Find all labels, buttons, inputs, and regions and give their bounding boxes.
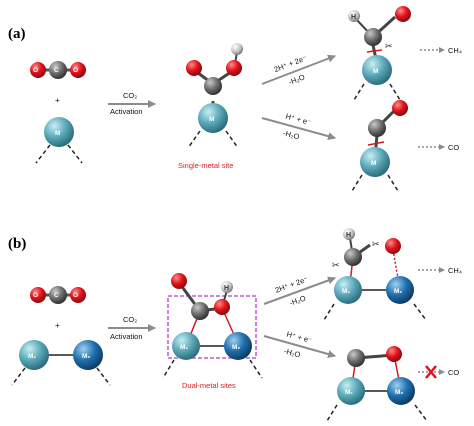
hydrogen-atom	[221, 281, 233, 293]
metal-label-m1: M₁	[345, 389, 353, 396]
plus-sign-a: +	[55, 96, 60, 105]
atom-label-h: H	[224, 285, 229, 292]
metal-label: M	[209, 116, 214, 123]
path-arrow-a-lower: H⁺ + e⁻ -H₂O	[261, 112, 336, 142]
panel-label-a: (a)	[8, 26, 26, 42]
oxygen-atom	[171, 273, 187, 289]
metal-label-m1: M₁	[180, 344, 188, 351]
hydrogen-atom	[348, 10, 360, 22]
atom-label-c: C	[54, 292, 59, 299]
atom-label-h: H	[351, 14, 356, 21]
atom-label-o: O	[73, 67, 78, 74]
atom-label-o: O	[33, 67, 38, 74]
carbon-atom	[368, 119, 386, 137]
product-co-a: CO	[418, 143, 459, 152]
metal-label: M	[371, 160, 376, 167]
oxygen-atom	[395, 6, 411, 22]
single-metal-atom-reactant: M	[35, 117, 83, 164]
dual-metal-sites-label: Dual-metal sites	[182, 381, 236, 390]
path-b-upper-byproduct: -H₂O	[288, 293, 307, 307]
bond-break-mark	[366, 49, 383, 53]
product-label-ch4: CH₄	[448, 46, 462, 55]
activation-arrow-a: CO₂ Activation	[108, 91, 156, 116]
metal-label-m2: M₂	[232, 344, 240, 351]
dual-metal-atoms-reactant: M₁ M₂	[11, 340, 111, 386]
path-b-upper-reagents: 2H⁺ + 2e⁻	[274, 275, 309, 295]
activation-label-b: Activation	[110, 332, 143, 341]
oxygen-atom	[214, 299, 230, 315]
scissors-icon: ✂	[372, 239, 380, 249]
carbon-atom	[191, 302, 209, 320]
oxygen-atom	[30, 287, 46, 303]
dual-metal-cho-intermediate: M₁ M₂ H ✂ ✂	[323, 228, 427, 321]
path-arrow-a-upper: 2H⁺ + 2e⁻ -H₂O	[261, 53, 336, 87]
co2-molecule-a: O C O	[30, 61, 86, 79]
single-metal-co-intermediate: M	[351, 100, 408, 192]
dual-metal-co-intermediate: M₁ M₂	[326, 346, 428, 422]
carbon-atom	[49, 61, 67, 79]
carbon-atom	[49, 286, 67, 304]
bond-break-mark	[367, 141, 385, 146]
single-metal-cho-intermediate: M H ✂	[348, 6, 411, 101]
oxygen-atom	[70, 62, 86, 78]
metal-label-m1: M₁	[342, 288, 350, 295]
activation-reagent-b: CO₂	[123, 315, 137, 324]
atom-label-h: H	[346, 232, 351, 239]
path-b-lower-byproduct: -H₂O	[283, 346, 302, 359]
atom-label-o: O	[73, 292, 78, 299]
carbon-atom	[204, 77, 222, 95]
metal-label-m2: M₂	[82, 353, 90, 360]
product-label-ch4: CH₄	[448, 266, 462, 275]
path-a-upper-reagents: 2H⁺ + 2e⁻	[273, 53, 308, 74]
product-label-co: CO	[448, 143, 459, 152]
oxygen-atom	[392, 100, 408, 116]
oxygen-atom	[30, 62, 46, 78]
co2-molecule-b: O C O	[30, 286, 86, 304]
activation-label-a: Activation	[110, 107, 143, 116]
oxygen-atom	[226, 60, 242, 76]
metal-label-m2: M₂	[394, 288, 402, 295]
oxygen-atom	[386, 346, 402, 362]
single-metal-cooh-intermediate: M	[186, 43, 243, 149]
atom-label-o: O	[33, 292, 38, 299]
oxygen-atom	[186, 60, 202, 76]
path-arrow-b-lower: H⁺ + e⁻ -H₂O	[263, 330, 336, 360]
path-a-lower-byproduct: -H₂O	[282, 128, 301, 141]
dual-metal-cooh-intermediate: M₁ M₂ H	[162, 273, 263, 379]
scissors-icon: ✂	[385, 41, 393, 51]
single-metal-site-label: Single-metal site	[178, 161, 233, 170]
metal-label-m1: M₁	[28, 353, 36, 360]
atom-label-c: C	[54, 67, 59, 74]
activation-arrow-b: CO₂ Activation	[108, 315, 156, 341]
plus-sign-b: +	[55, 321, 60, 330]
product-ch4-b: CH₄	[418, 266, 462, 275]
oxygen-atom	[70, 287, 86, 303]
path-arrow-b-upper: 2H⁺ + 2e⁻ -H₂O	[263, 275, 336, 308]
scissors-icon: ✂	[332, 260, 340, 270]
product-label-co: CO	[448, 368, 459, 377]
carbon-atom	[344, 248, 362, 266]
panel-label-b: (b)	[8, 236, 26, 252]
product-ch4-a: CH₄	[420, 46, 462, 55]
oxygen-atom	[385, 238, 401, 254]
carbon-atom	[347, 349, 365, 367]
path-a-upper-byproduct: -H₂O	[287, 72, 306, 86]
metal-label-m2: M₂	[395, 389, 403, 396]
metal-label: M	[373, 68, 378, 75]
carbon-atom	[364, 28, 382, 46]
metal-label: M	[55, 130, 60, 137]
blocked-cross-icon	[425, 365, 437, 379]
product-co-b-blocked: CO	[418, 365, 459, 379]
activation-reagent-a: CO₂	[123, 91, 137, 100]
hydrogen-atom	[343, 228, 355, 240]
hydrogen-atom	[231, 43, 243, 55]
dual-site-highlight-box	[167, 295, 257, 359]
